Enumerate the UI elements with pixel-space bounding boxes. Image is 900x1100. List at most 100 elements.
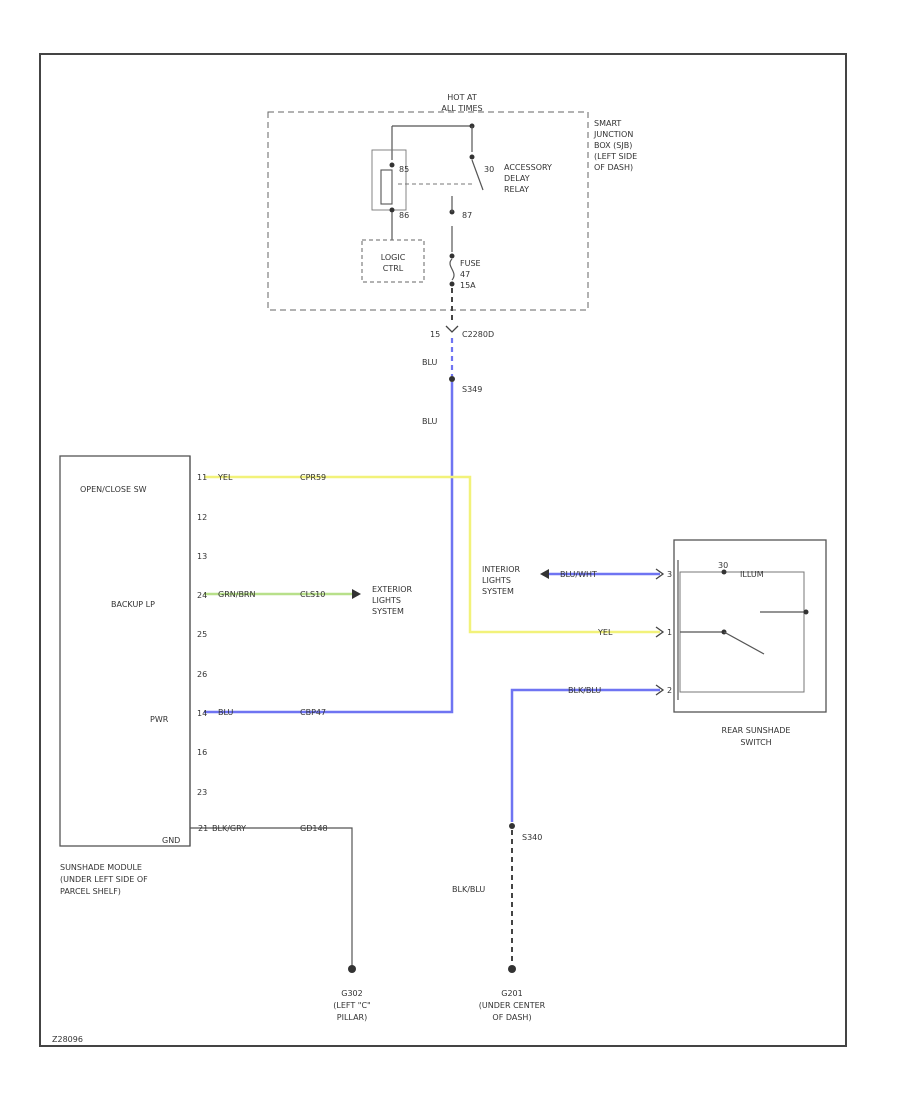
fuse-icon: [449, 258, 455, 281]
wire-right-mid-label: YEL: [597, 628, 613, 637]
module-pin-11: 11: [197, 473, 207, 482]
wire-right-top-label: BLU/WHT: [560, 570, 597, 579]
diagram-id: Z28096: [52, 1035, 83, 1044]
module-gnd-label: GND: [162, 836, 180, 845]
ground-left-2: (LEFT "C": [333, 1001, 370, 1010]
sjb-name-3: BOX (SJB): [594, 141, 632, 150]
switch-pin-1: 1: [667, 628, 672, 637]
switch-pin-3-arrow-icon: [655, 568, 665, 580]
sjb-name-1: SMART: [594, 119, 621, 128]
outer-frame: [39, 53, 847, 1047]
wire-blu-pwr-circuit: CBP47: [300, 708, 326, 717]
pin-30-node: [469, 154, 475, 160]
switch-pin-2: 2: [667, 686, 672, 695]
relay-label-3: RELAY: [504, 185, 529, 194]
hot-label-1: HOT AT: [447, 93, 477, 102]
sjb-name-5: OF DASH): [594, 163, 633, 172]
sunshade-module: OPEN/CLOSE SW BACKUP LP PWR GND 11 12 13…: [59, 455, 207, 896]
module-pin-14: 14: [197, 709, 207, 718]
relay-pin-30: 30: [484, 165, 494, 174]
relay-pin-85: 85: [399, 165, 409, 174]
module-pin-label-pwr: PWR: [150, 715, 169, 724]
wire-yel-circuit: CPR59: [300, 473, 326, 482]
interior-label-2: LIGHTS: [482, 576, 511, 585]
switch-caption-2: SWITCH: [740, 738, 771, 747]
switch-actuator-node: [803, 609, 809, 615]
module-pin-25: 25: [197, 630, 207, 639]
switch-pin-2-arrow-icon: [655, 684, 665, 696]
wire-blkblu-label: BLK/BLU: [452, 885, 485, 894]
relay-outline: [371, 149, 407, 211]
ground-left-1: G302: [341, 989, 362, 998]
ground-right-2: (UNDER CENTER: [479, 1001, 546, 1010]
hot-label-2: ALL TIMES: [441, 104, 482, 113]
module-caption-1: SUNSHADE MODULE: [60, 863, 142, 872]
relay-pin-86: 86: [399, 211, 409, 220]
exterior-arrow-icon: [352, 589, 361, 599]
module-pin-13: 13: [197, 552, 207, 561]
fuse-label-2: 47: [460, 270, 470, 279]
wire-grn-label: GRN/BRN: [218, 590, 255, 599]
module-pin-12: 12: [197, 513, 207, 522]
module-pin-label-backup: BACKUP LP: [111, 600, 155, 609]
switch-pin-3: 3: [667, 570, 672, 579]
fuse-node-top: [449, 253, 455, 259]
pwr-wire: [204, 382, 454, 714]
exterior-label-2: LIGHTS: [372, 596, 401, 605]
relay-coil-icon: [380, 169, 393, 205]
gnd-color-label: BLK/GRY: [212, 824, 246, 833]
ground-left-3: PILLAR): [337, 1013, 367, 1022]
wire-yel-label: YEL: [217, 473, 233, 482]
ground-right-3: OF DASH): [492, 1013, 531, 1022]
gnd-pin-label: 21: [198, 824, 208, 833]
fuse-label-3: 15A: [460, 281, 476, 290]
relay-contact-arm: [471, 159, 484, 191]
interior-label-1: INTERIOR: [482, 565, 521, 574]
connector-pin: 15: [430, 330, 440, 339]
switch-illum-label: ILLUM: [740, 570, 764, 579]
logic-box: [361, 239, 425, 283]
fuse-label-1: FUSE: [460, 259, 481, 268]
exterior-label-3: SYSTEM: [372, 607, 404, 616]
relay-label-1: ACCESSORY: [504, 163, 552, 172]
switch-caption-1: REAR SUNSHADE: [722, 726, 791, 735]
wire-blu-pwr-label: BLU: [218, 708, 234, 717]
module-pin-16: 16: [197, 748, 207, 757]
smart-junction-box: HOT AT ALL TIMES 85 30 86 87 ACCESSORY D…: [267, 93, 637, 311]
splice-s349-label: S349: [462, 385, 482, 394]
module-box: [59, 455, 191, 847]
rear-sunshade-switch: 30 ILLUM REAR SUNSHADE SWITCH: [673, 539, 827, 747]
switch-illum-node: [721, 569, 727, 575]
module-pin-24: 24: [197, 591, 207, 600]
gnd-wire-left: [190, 827, 353, 966]
switch-inner-pin: 30: [718, 561, 728, 570]
fuse-node-bottom: [449, 281, 455, 287]
splice-s349: [449, 376, 455, 382]
sjb-name-4: (LEFT SIDE: [594, 152, 637, 161]
sjb-outline: [267, 111, 589, 311]
connector-name: C2280D: [462, 330, 494, 339]
switch-box: [673, 539, 827, 713]
ground-g302-icon: [348, 965, 356, 973]
ground-g201-icon: [508, 965, 516, 973]
wire-right-bottom-label: BLK/BLU: [568, 686, 601, 695]
relay-label-2: DELAY: [504, 174, 530, 183]
module-pin-26: 26: [197, 670, 207, 679]
module-pin-label-open-close: OPEN/CLOSE SW: [80, 485, 147, 494]
gnd-circuit-label: GD148: [300, 824, 328, 833]
interior-label-3: SYSTEM: [482, 587, 514, 596]
switch-ground-wire: [510, 688, 660, 822]
connector-c2280d-icon: [445, 325, 459, 333]
exterior-label-1: EXTERIOR: [372, 585, 413, 594]
logic-label-2: CTRL: [383, 264, 404, 273]
module-pin-23: 23: [197, 788, 207, 797]
interior-arrow-icon: [540, 569, 549, 579]
pin-86-node: [389, 207, 395, 213]
wire-grn-circuit: CLS10: [300, 590, 325, 599]
switch-arm-icon: [723, 631, 765, 655]
splice-s340: [509, 823, 515, 829]
logic-label-1: LOGIC: [381, 253, 406, 262]
ground-right-1: G201: [501, 989, 522, 998]
module-caption-3: PARCEL SHELF): [60, 887, 121, 896]
